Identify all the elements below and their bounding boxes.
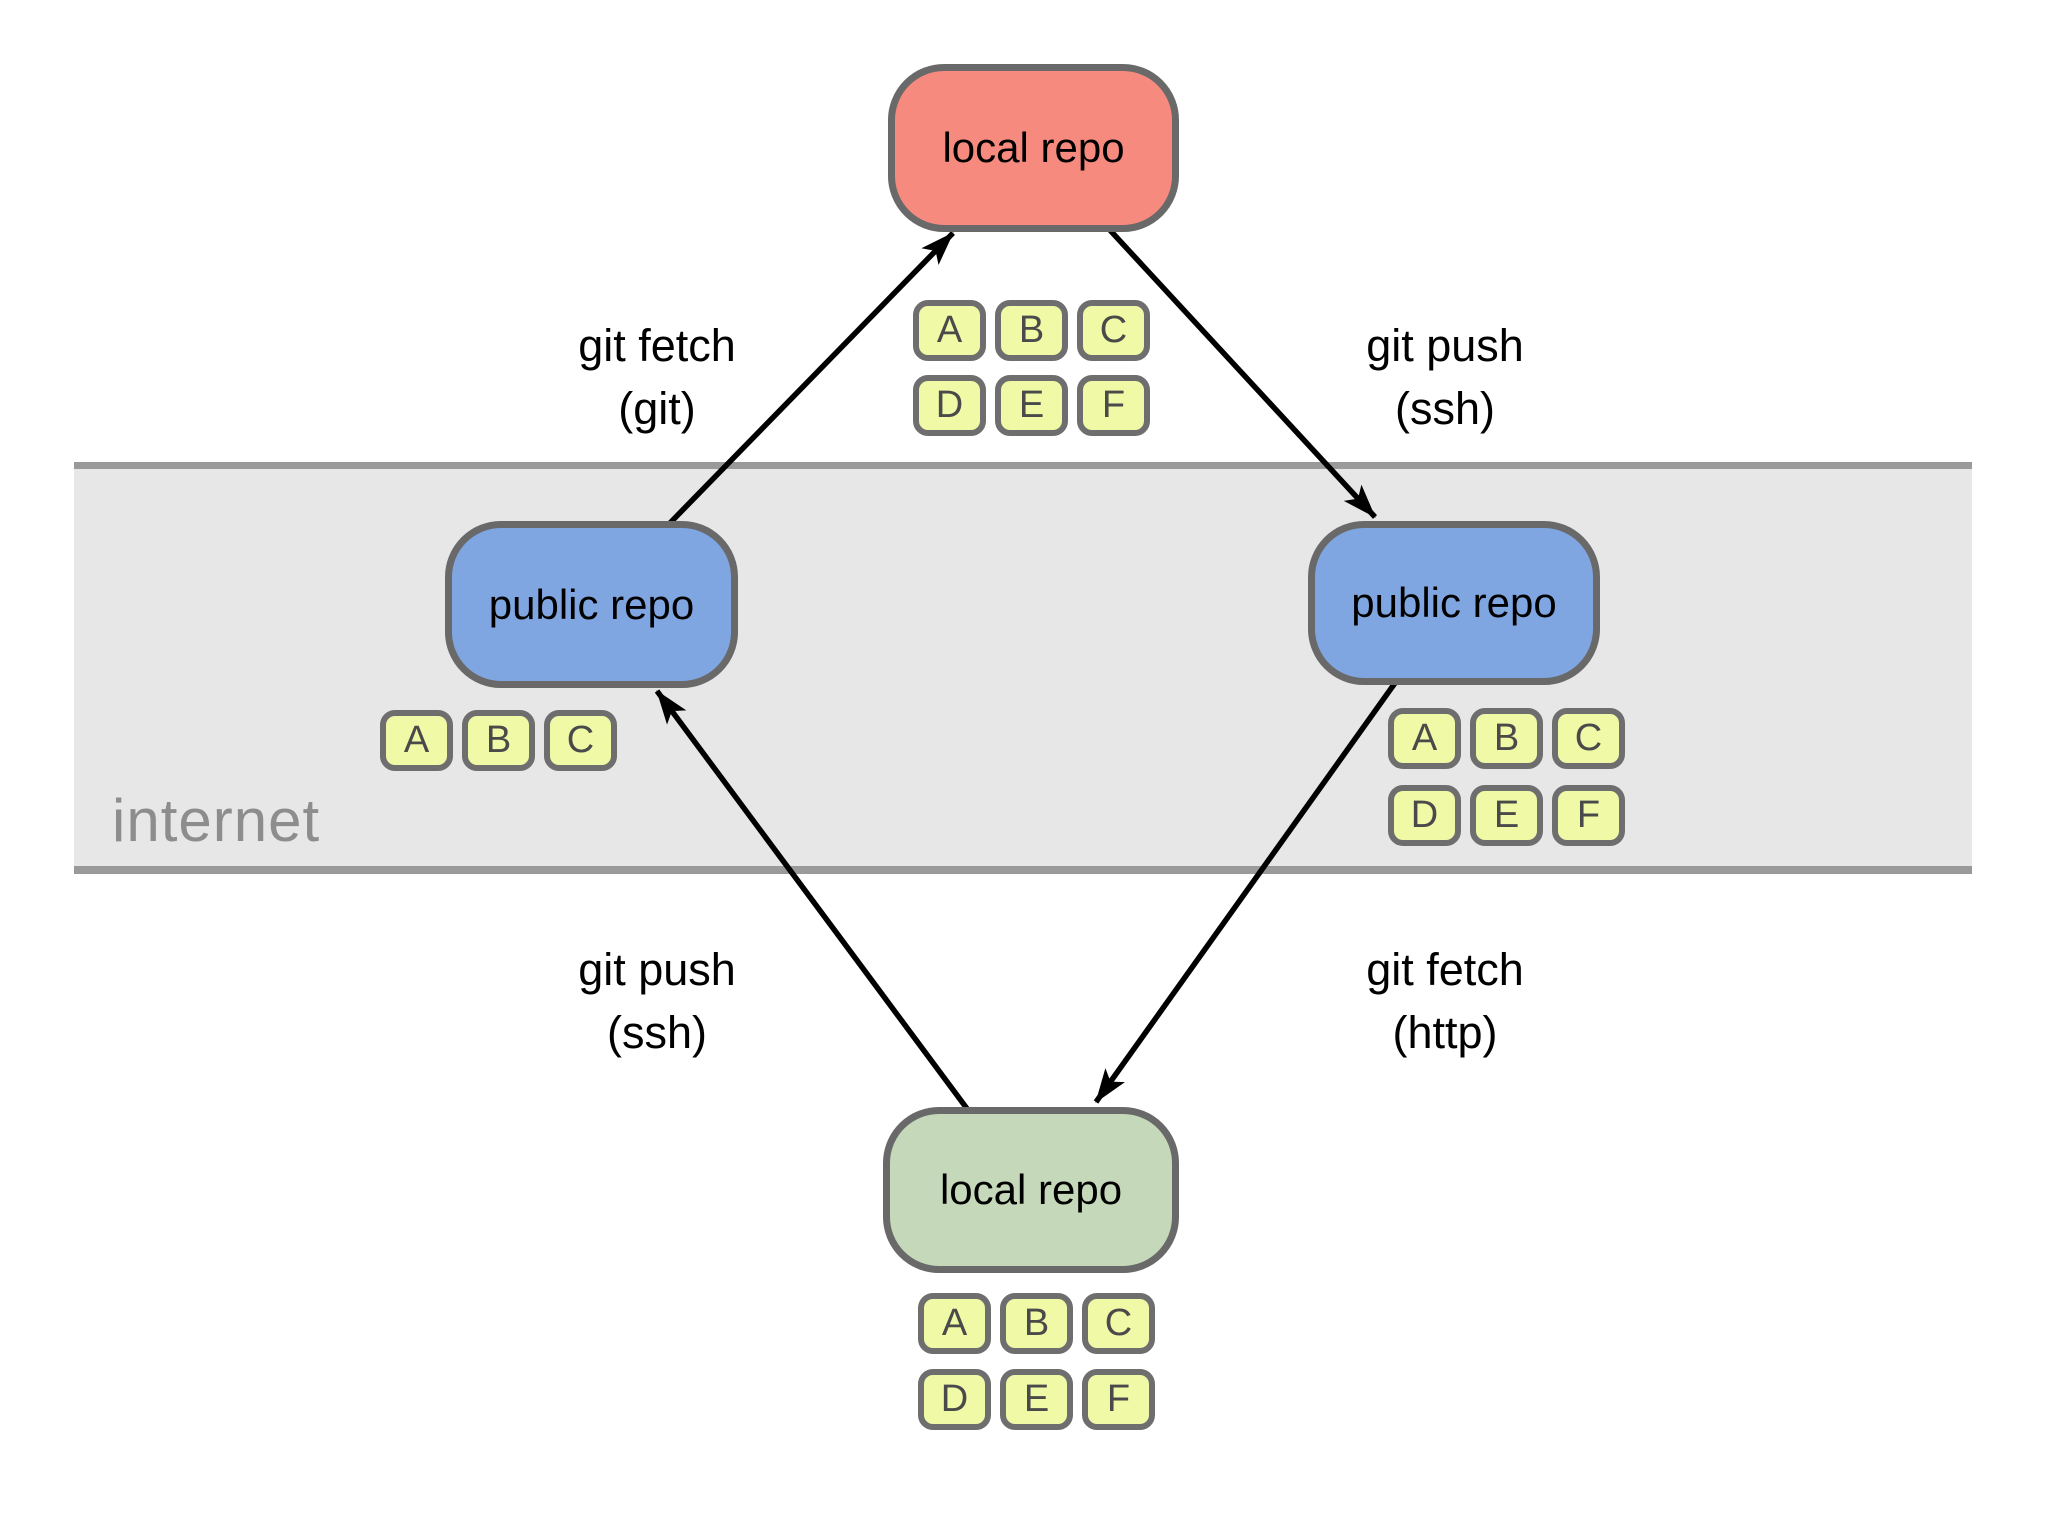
node-local-repo-bottom: local repo bbox=[883, 1107, 1179, 1273]
internet-label: internet bbox=[112, 787, 321, 854]
node-public-repo-right: public repo bbox=[1308, 521, 1600, 685]
edge-label-line2: (ssh) bbox=[1395, 383, 1495, 434]
edge-label-line1: git fetch bbox=[1366, 944, 1524, 995]
commit-box: F bbox=[1077, 375, 1150, 436]
commit-box: A bbox=[913, 300, 986, 361]
edge-label-line2: (ssh) bbox=[607, 1007, 707, 1058]
node-label: local repo bbox=[939, 1166, 1123, 1213]
edge-label-line2: (git) bbox=[618, 383, 696, 434]
edge-label-push-ssh-top: git push (ssh) bbox=[1245, 314, 1645, 440]
edge-label-line1: git push bbox=[578, 944, 736, 995]
commit-box: A bbox=[918, 1293, 991, 1354]
commit-box: A bbox=[1388, 708, 1461, 769]
commit-box: D bbox=[1388, 785, 1461, 846]
edge-label-push-ssh-bottom: git push (ssh) bbox=[457, 938, 857, 1064]
commit-box: B bbox=[1470, 708, 1543, 769]
commit-box: C bbox=[544, 710, 617, 771]
edge-label-fetch-git: git fetch (git) bbox=[457, 314, 857, 440]
commit-box: C bbox=[1077, 300, 1150, 361]
edge-label-line2: (http) bbox=[1392, 1007, 1498, 1058]
node-label: public repo bbox=[1351, 579, 1557, 626]
node-local-repo-top: local repo bbox=[888, 64, 1179, 232]
commit-box: A bbox=[380, 710, 453, 771]
internet-band bbox=[74, 462, 1972, 874]
arrow-fetch-http bbox=[1093, 681, 1398, 1104]
commit-box: C bbox=[1082, 1293, 1155, 1354]
edge-label-line1: git fetch bbox=[578, 320, 736, 371]
edge-label-fetch-http: git fetch (http) bbox=[1245, 938, 1645, 1064]
commit-box: E bbox=[1470, 785, 1543, 846]
commit-box: D bbox=[918, 1369, 991, 1430]
commit-box: E bbox=[1000, 1369, 1073, 1430]
arrow-fetch-git bbox=[668, 231, 955, 525]
commit-box: B bbox=[1000, 1293, 1073, 1354]
commit-box: F bbox=[1082, 1369, 1155, 1430]
commit-box: B bbox=[995, 300, 1068, 361]
node-label: local repo bbox=[942, 124, 1125, 171]
arrow-push-ssh-top bbox=[1105, 226, 1378, 519]
commit-box: B bbox=[462, 710, 535, 771]
commit-box: F bbox=[1552, 785, 1625, 846]
node-public-repo-left: public repo bbox=[445, 521, 738, 688]
node-label: public repo bbox=[488, 580, 695, 628]
commit-box: D bbox=[913, 375, 986, 436]
arrow-push-ssh-bottom bbox=[654, 689, 971, 1112]
commit-box: C bbox=[1552, 708, 1625, 769]
edge-label-line1: git push bbox=[1366, 320, 1524, 371]
commit-box: E bbox=[995, 375, 1068, 436]
